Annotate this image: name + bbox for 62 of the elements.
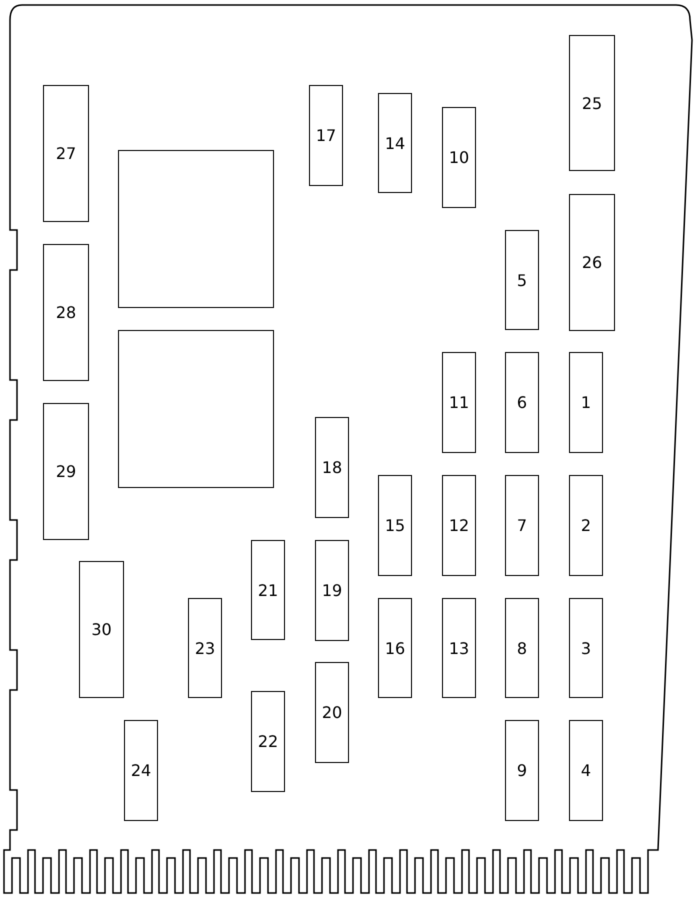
fuse-slot bbox=[505, 230, 539, 330]
relay-slot bbox=[118, 330, 274, 488]
fuse-slot bbox=[569, 35, 615, 171]
fuse-slot bbox=[569, 194, 615, 331]
fuse-number: 30 bbox=[91, 620, 112, 639]
fuse-number: 26 bbox=[582, 253, 602, 272]
fuse-slot bbox=[442, 475, 476, 576]
fuse-number: 6 bbox=[516, 393, 528, 412]
fuse-slot bbox=[569, 475, 603, 576]
fuse-slot bbox=[442, 598, 476, 698]
fuse-number: 15 bbox=[384, 516, 406, 535]
fuse-slot bbox=[124, 720, 158, 821]
fuse-number: 21 bbox=[258, 580, 278, 600]
fuse-slot bbox=[505, 720, 539, 821]
fuse-number: 12 bbox=[448, 516, 470, 535]
fuse-slot bbox=[442, 352, 476, 453]
fuse-slot bbox=[79, 561, 124, 698]
fuse-number: 16 bbox=[384, 638, 406, 658]
fuse-number: 27 bbox=[56, 144, 76, 163]
fuse-slot bbox=[505, 598, 539, 698]
fuse-number: 29 bbox=[56, 462, 76, 481]
fuse-slot bbox=[188, 598, 222, 698]
fuse-number: 11 bbox=[448, 393, 470, 412]
fuse-number: 2 bbox=[580, 516, 592, 535]
fuse-number: 4 bbox=[580, 761, 592, 780]
fuse-number: 24 bbox=[130, 761, 152, 780]
fuse-number: 10 bbox=[448, 148, 470, 167]
fuse-number: 18 bbox=[322, 458, 342, 477]
fuse-slot bbox=[315, 662, 349, 763]
fuse-slot bbox=[43, 85, 89, 222]
fuse-number: 17 bbox=[316, 126, 336, 145]
fuse-number: 5 bbox=[516, 270, 528, 290]
fuse-slot bbox=[378, 475, 412, 576]
fuse-slot bbox=[505, 352, 539, 453]
fuse-number: 7 bbox=[516, 516, 528, 535]
fuse-slot bbox=[309, 85, 343, 186]
fuse-number: 28 bbox=[56, 303, 76, 322]
fuse-slot bbox=[505, 475, 539, 576]
fuse-number: 9 bbox=[516, 761, 528, 780]
fuse-number: 3 bbox=[580, 638, 592, 658]
fuse-number: 19 bbox=[322, 581, 342, 600]
fuse-slot bbox=[569, 720, 603, 821]
fuse-slot bbox=[315, 417, 349, 518]
fuse-slot bbox=[378, 93, 412, 193]
fuse-number: 14 bbox=[384, 134, 406, 152]
fuse-slot bbox=[43, 244, 89, 381]
fuse-slot bbox=[442, 107, 476, 208]
fuse-number: 23 bbox=[194, 638, 216, 658]
fuse-slot bbox=[569, 352, 603, 453]
fuse-slot bbox=[43, 403, 89, 540]
fuse-slot bbox=[251, 540, 285, 640]
fuse-slot bbox=[569, 598, 603, 698]
fuse-number: 13 bbox=[448, 638, 470, 658]
fuse-slot bbox=[315, 540, 349, 641]
fuse-number: 8 bbox=[516, 638, 528, 658]
fuse-number: 25 bbox=[582, 94, 602, 112]
fuse-number: 22 bbox=[258, 732, 278, 751]
relay-slot bbox=[118, 150, 274, 308]
fuse-number: 20 bbox=[322, 703, 342, 722]
fuse-number: 1 bbox=[580, 393, 592, 412]
fuse-slot bbox=[251, 691, 285, 792]
fuse-slot bbox=[378, 598, 412, 698]
